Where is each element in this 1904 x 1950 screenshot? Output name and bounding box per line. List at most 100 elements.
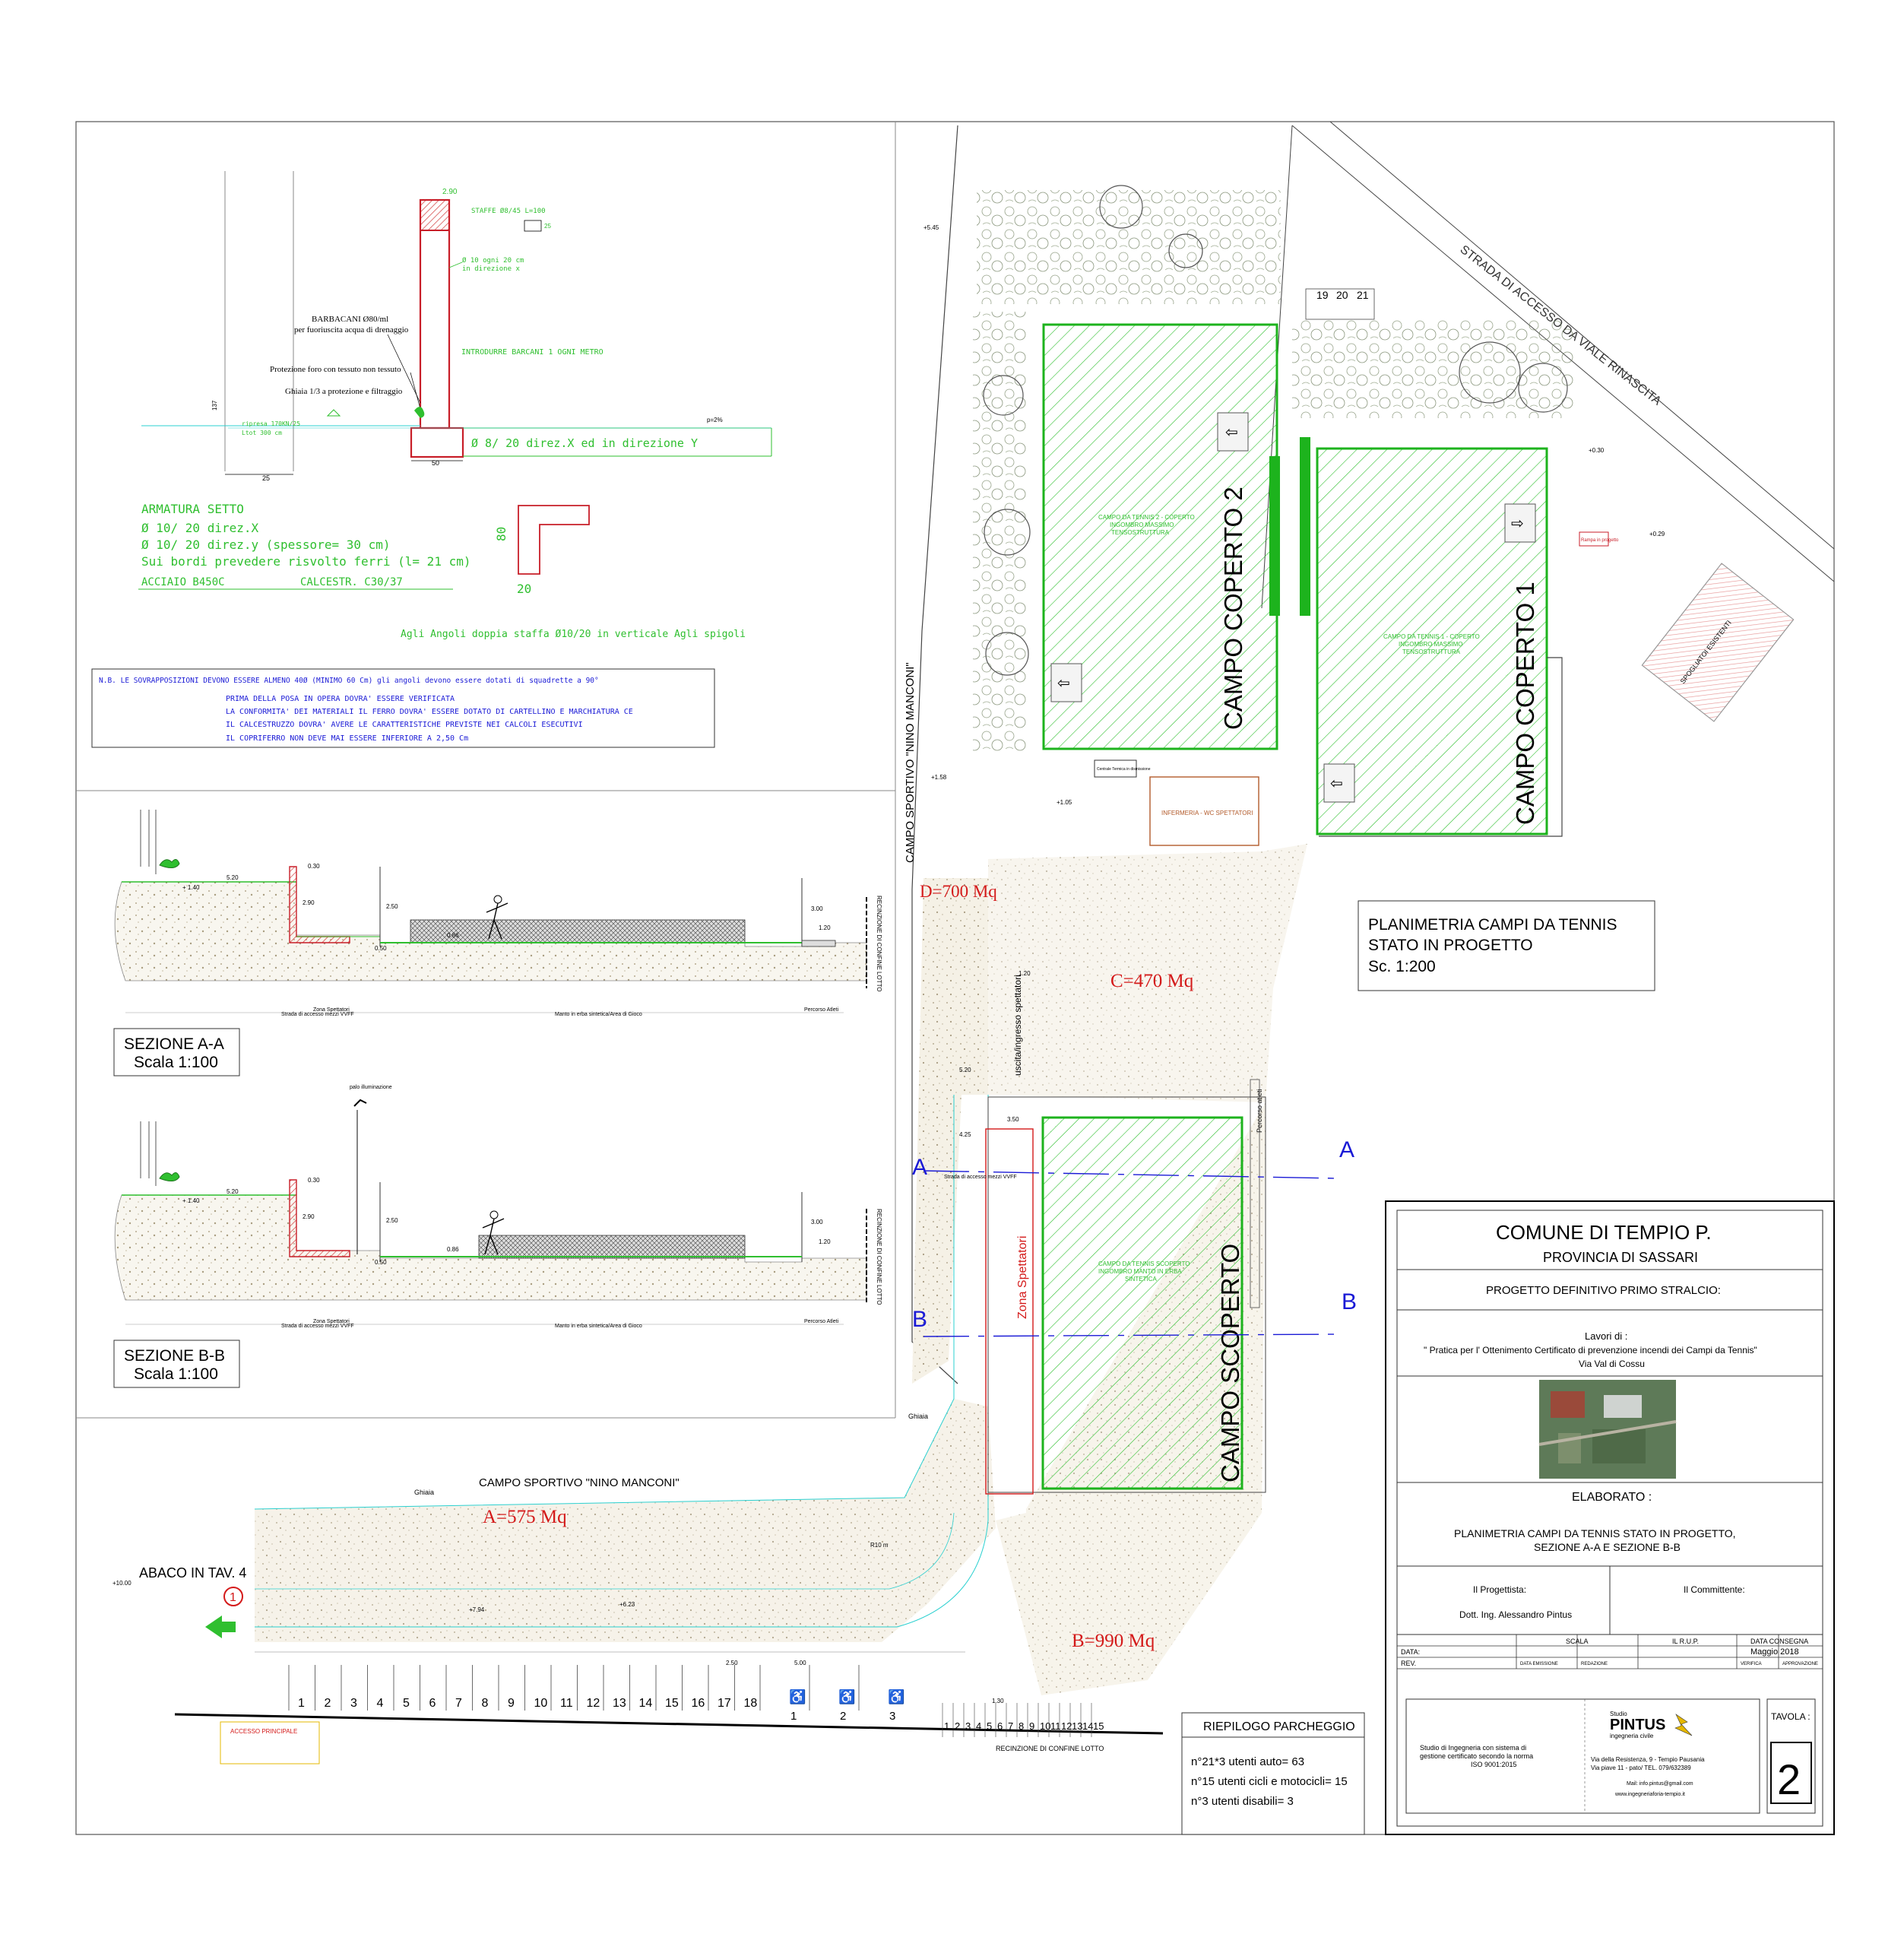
stall-car-9: 9 bbox=[508, 1697, 515, 1710]
ghiaia-label: Ghiaia 1/3 a protezione e filtraggio bbox=[285, 387, 403, 396]
spogliatoi-building: SPOGLIATOI ESISTENTI bbox=[1641, 563, 1795, 722]
stall-moto-5: 5 bbox=[987, 1720, 992, 1732]
committente: Il Committente: bbox=[1684, 1584, 1745, 1595]
wheelchair-icon: ♿ bbox=[789, 1688, 806, 1704]
aa-dim-250: 2.50 bbox=[386, 903, 398, 910]
aa-percorso: Percorso Atleti bbox=[804, 1007, 839, 1013]
exit-sign-1: ⇦ bbox=[1217, 412, 1249, 452]
bb-scale: Scala 1:100 bbox=[134, 1365, 218, 1383]
dim-20: 20 bbox=[517, 582, 531, 596]
elev-6: +7.94 bbox=[469, 1606, 485, 1613]
campo-sportivo-horizontal: CAMPO SPORTIVO "NINO MANCONI" bbox=[479, 1476, 680, 1489]
stall-moto-12: 12 bbox=[1061, 1720, 1072, 1732]
stall-moto-14: 14 bbox=[1082, 1720, 1093, 1732]
addr-1: Via della Resistenza, 9 - Tempio Pausani… bbox=[1591, 1756, 1705, 1763]
aa-dim-086: 0.86 bbox=[447, 932, 459, 939]
angoli-note: Agli Angoli doppia staffa Ø10/20 in vert… bbox=[401, 629, 746, 640]
bb-title: SEZIONE B-B bbox=[124, 1347, 225, 1365]
parking-line-1: n°21*3 utenti auto= 63 bbox=[1191, 1755, 1304, 1768]
dim-425: 4.25 bbox=[959, 1131, 971, 1138]
green-strip-2 bbox=[1300, 437, 1310, 616]
coperto-1-label: CAMPO COPERTO 1 bbox=[1511, 582, 1539, 825]
stall-car-4: 4 bbox=[377, 1697, 384, 1710]
note-line-1: N.B. LE SOVRAPPOSIZIONI DEVONO ESSERE AL… bbox=[99, 677, 599, 685]
c2-desc-2: INGOMBRO MASSIMO bbox=[1110, 522, 1174, 528]
parking-line-2: n°15 utenti cicli e motocicli= 15 bbox=[1191, 1775, 1348, 1788]
acciaio-label: ACCIAIO B450C bbox=[141, 576, 225, 588]
bb-percorso: Percorso Atleti bbox=[804, 1319, 839, 1324]
recinzione-label: RECINZIONE DI CONFINE LOTTO bbox=[996, 1745, 1104, 1752]
pratica: " Pratica per l' Ottenimento Certificato… bbox=[1424, 1345, 1757, 1355]
progetto: PROGETTO DEFINITIVO PRIMO STRALCIO: bbox=[1486, 1284, 1721, 1297]
area-b-label: B=990 Mq bbox=[1072, 1631, 1155, 1651]
stall-moto-15: 15 bbox=[1093, 1720, 1104, 1732]
logo-studio: Studio bbox=[1610, 1711, 1627, 1717]
svg-text:⇦: ⇦ bbox=[1225, 424, 1238, 441]
notes-box: N.B. LE SOVRAPPOSIZIONI DEVONO ESSERE AL… bbox=[91, 668, 715, 748]
campo-sportivo-vertical: CAMPO SPORTIVO "NINO MANCONI" bbox=[904, 662, 917, 863]
svg-text:⇦: ⇦ bbox=[1057, 675, 1070, 692]
stall-car-5: 5 bbox=[403, 1697, 410, 1710]
stall-top-21: 21 bbox=[1357, 289, 1369, 301]
stall-moto-4: 4 bbox=[976, 1720, 981, 1732]
height-137: 137 bbox=[211, 400, 218, 411]
elev-8: +10.00 bbox=[112, 1580, 131, 1587]
stall-moto-6: 6 bbox=[997, 1720, 1003, 1732]
wheelchair-icon: ♿ bbox=[888, 1688, 904, 1704]
stall-car-12: 12 bbox=[587, 1697, 600, 1710]
note-line-4: IL CALCESTRUZZO DOVRA' AVERE LE CARATTER… bbox=[226, 721, 583, 729]
aa-dim-120: 1.20 bbox=[819, 924, 831, 931]
bb-zona: Zona Spettatori bbox=[313, 1319, 350, 1324]
web: www.ingegneriaforia-tempio.it bbox=[1614, 1792, 1685, 1797]
elev-4: +0.30 bbox=[1589, 447, 1605, 454]
stirrups-label: STAFFE Ø8/45 L=100 bbox=[471, 207, 546, 215]
area-a-label: A=575 Mq bbox=[483, 1507, 567, 1527]
stall-top-20: 20 bbox=[1336, 289, 1348, 301]
aa-strada: Strada di accesso mezzi VVFF bbox=[281, 1012, 354, 1017]
sheet-border bbox=[75, 121, 1835, 1835]
studio-1: Studio di Ingegneria con sistema di bbox=[1420, 1744, 1526, 1752]
section-b-left: B bbox=[912, 1307, 927, 1332]
tb-approvazione: APPROVAZIONE bbox=[1782, 1662, 1818, 1666]
dott: Dott. Ing. Alessandro Pintus bbox=[1459, 1609, 1572, 1620]
stall-car-3: 3 bbox=[350, 1697, 357, 1710]
dim-80: 80 bbox=[494, 527, 508, 541]
stall-car-18: 18 bbox=[744, 1697, 758, 1710]
bb-palo-label: palo illuminazione bbox=[350, 1085, 392, 1090]
stall-car-10: 10 bbox=[534, 1697, 548, 1710]
parking-line-3: n°3 utenti disabili= 3 bbox=[1191, 1795, 1294, 1808]
title-block: COMUNE DI TEMPIO P. PROVINCIA DI SASSARI… bbox=[1385, 1200, 1835, 1835]
stall-car-14: 14 bbox=[639, 1697, 653, 1710]
plan-title-3: Sc. 1:200 bbox=[1368, 958, 1436, 975]
mail: Mail: info.pintus@gmail.com bbox=[1627, 1781, 1693, 1787]
stall-moto-11: 11 bbox=[1050, 1720, 1061, 1732]
cs-desc-1: CAMPO DA TENNIS SCOPERTO bbox=[1098, 1260, 1190, 1267]
ghiaia-label-2: Ghiaia bbox=[414, 1489, 434, 1496]
aa-title: SEZIONE A-A bbox=[124, 1035, 224, 1053]
cs-desc-3: SINTETICA bbox=[1125, 1276, 1157, 1283]
site-plan: STRADA DI ACCESSO DA VIALE RINASCITA 19 … bbox=[112, 121, 1835, 1765]
infermeria-label: INFERMERIA - WC SPETTATORI bbox=[1161, 810, 1253, 816]
bb-strada: Strada di accesso mezzi VVFF bbox=[281, 1324, 354, 1329]
c1-desc-3: TENSOSTRUTTURA bbox=[1402, 648, 1461, 655]
armatura-title: ARMATURA SETTO bbox=[141, 502, 244, 516]
strada-vvf-label: Strada di accesso mezzi VVFF bbox=[944, 1175, 1017, 1180]
tb-data: DATA: bbox=[1401, 1648, 1420, 1656]
plan-title-box: PLANIMETRIA CAMPI DA TENNIS STATO IN PRO… bbox=[1358, 900, 1655, 991]
wheelchair-icon: ♿ bbox=[838, 1688, 855, 1704]
tb-maggio: Maggio 2018 bbox=[1750, 1647, 1799, 1657]
c2-desc-1: CAMPO DA TENNIS 2 - COPERTO bbox=[1098, 514, 1195, 521]
elev-5: +0.29 bbox=[1649, 531, 1665, 537]
bb-manto: Manto in erba sintetica/Area di Gioco bbox=[555, 1324, 642, 1329]
studio-2: gestione certificato secondo la norma bbox=[1420, 1752, 1533, 1760]
bb-dim-520: 5.20 bbox=[227, 1188, 239, 1195]
comune: COMUNE DI TEMPIO P. bbox=[1496, 1221, 1712, 1244]
tavola-label: TAVOLA : bbox=[1771, 1711, 1811, 1722]
aa-dim-300: 3.00 bbox=[811, 905, 823, 912]
protezione-label: Protezione foro con tessuto non tessuto bbox=[270, 365, 401, 374]
arm-2: Ø 10/ 20 direz.y (spessore= 30 cm) bbox=[141, 537, 391, 552]
stall-car-16: 16 bbox=[692, 1697, 705, 1710]
gravel-area-d bbox=[912, 878, 988, 1384]
